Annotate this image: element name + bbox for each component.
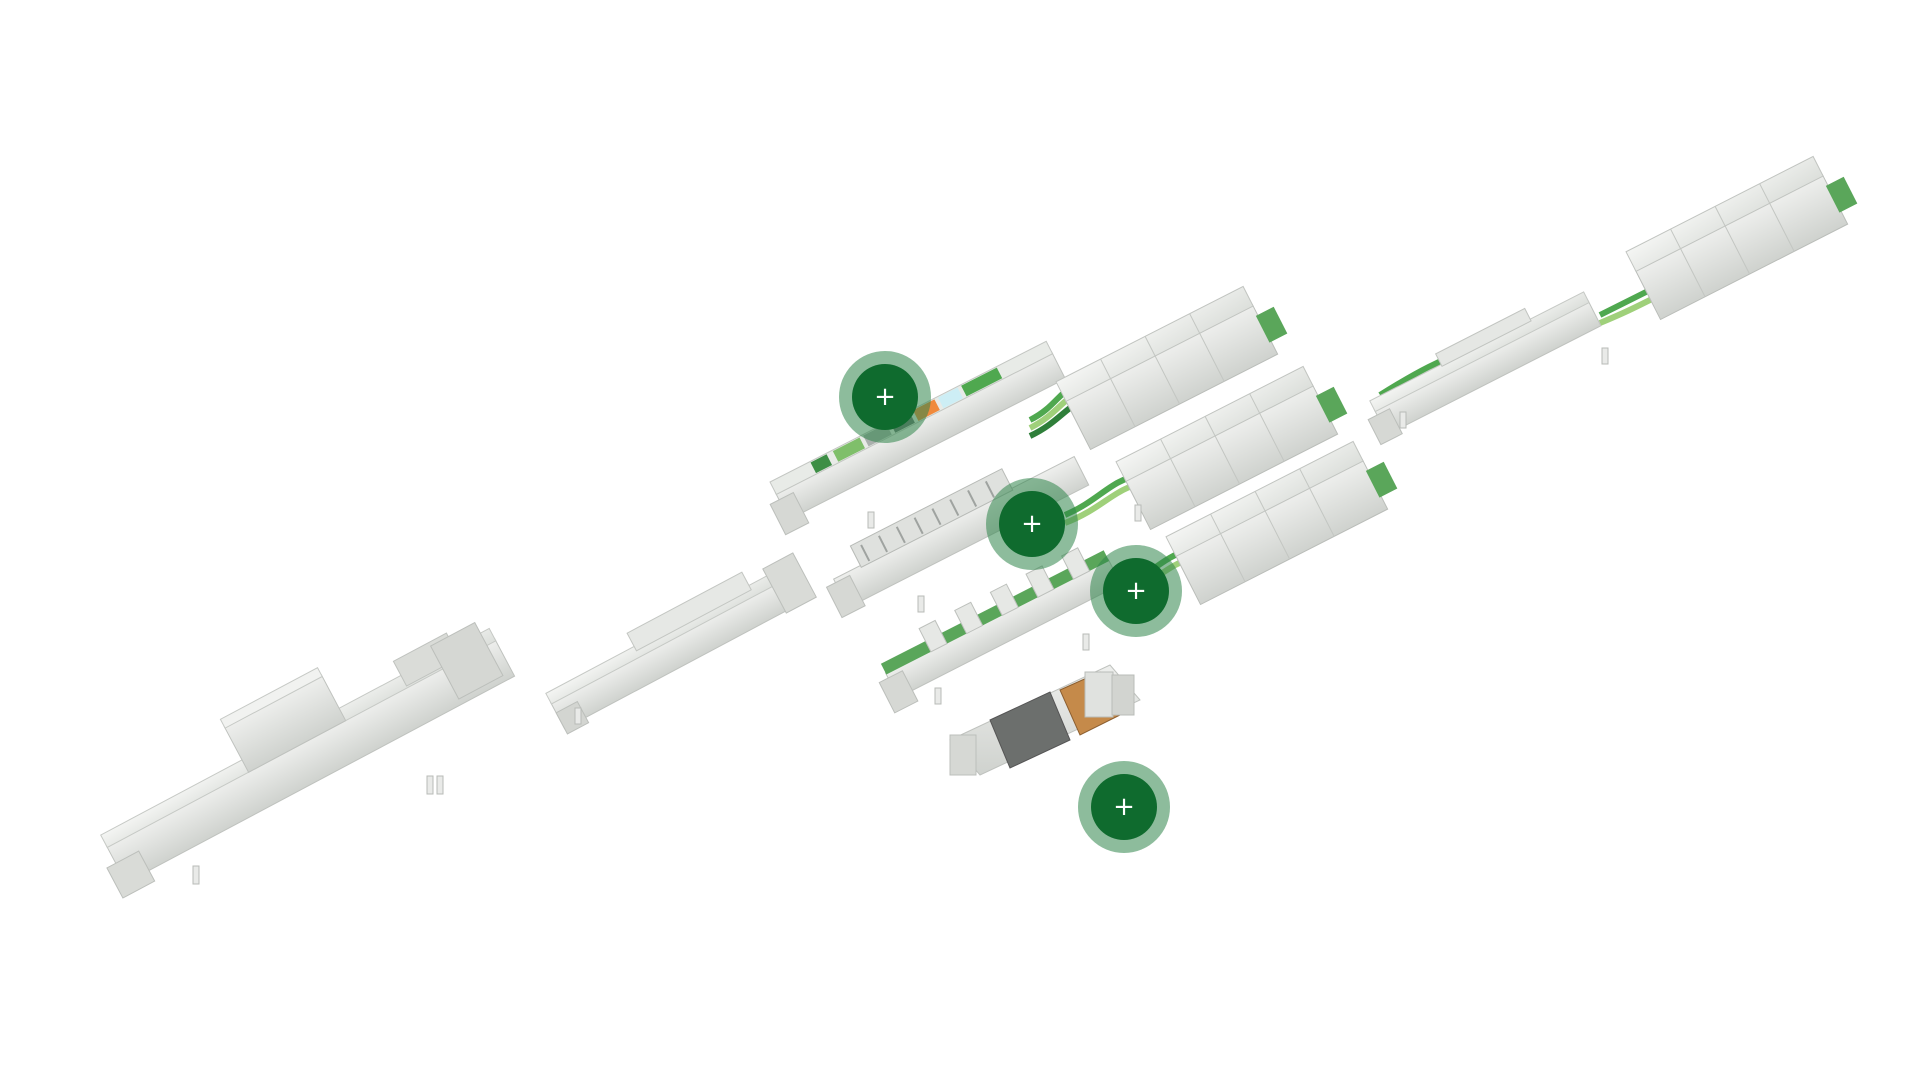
plus-icon: + xyxy=(1113,792,1135,822)
hotspot-button-3[interactable]: + xyxy=(1090,545,1182,637)
hotspot-button-1[interactable]: + xyxy=(839,351,931,443)
hotspot-core: + xyxy=(999,491,1065,557)
oven-1 xyxy=(1055,285,1288,451)
hotspot-button-2[interactable]: + xyxy=(986,478,1078,570)
oven-right xyxy=(1625,155,1858,321)
plus-icon: + xyxy=(1021,509,1043,539)
machine-line-1 xyxy=(100,621,516,899)
machine-line-2 xyxy=(545,552,817,735)
machine-line-d xyxy=(949,664,1141,776)
hotspot-core: + xyxy=(1103,558,1169,624)
hotspot-core: + xyxy=(852,364,918,430)
hotspot-button-4[interactable]: + xyxy=(1078,761,1170,853)
machine-line-c xyxy=(878,547,1122,714)
plus-icon: + xyxy=(1125,576,1147,606)
hotspot-core: + xyxy=(1091,774,1157,840)
machine-line-right xyxy=(1367,291,1602,446)
oven-3 xyxy=(1165,440,1398,606)
plus-icon: + xyxy=(874,382,896,412)
operator-figures xyxy=(192,347,1609,885)
oven-2 xyxy=(1115,365,1348,531)
